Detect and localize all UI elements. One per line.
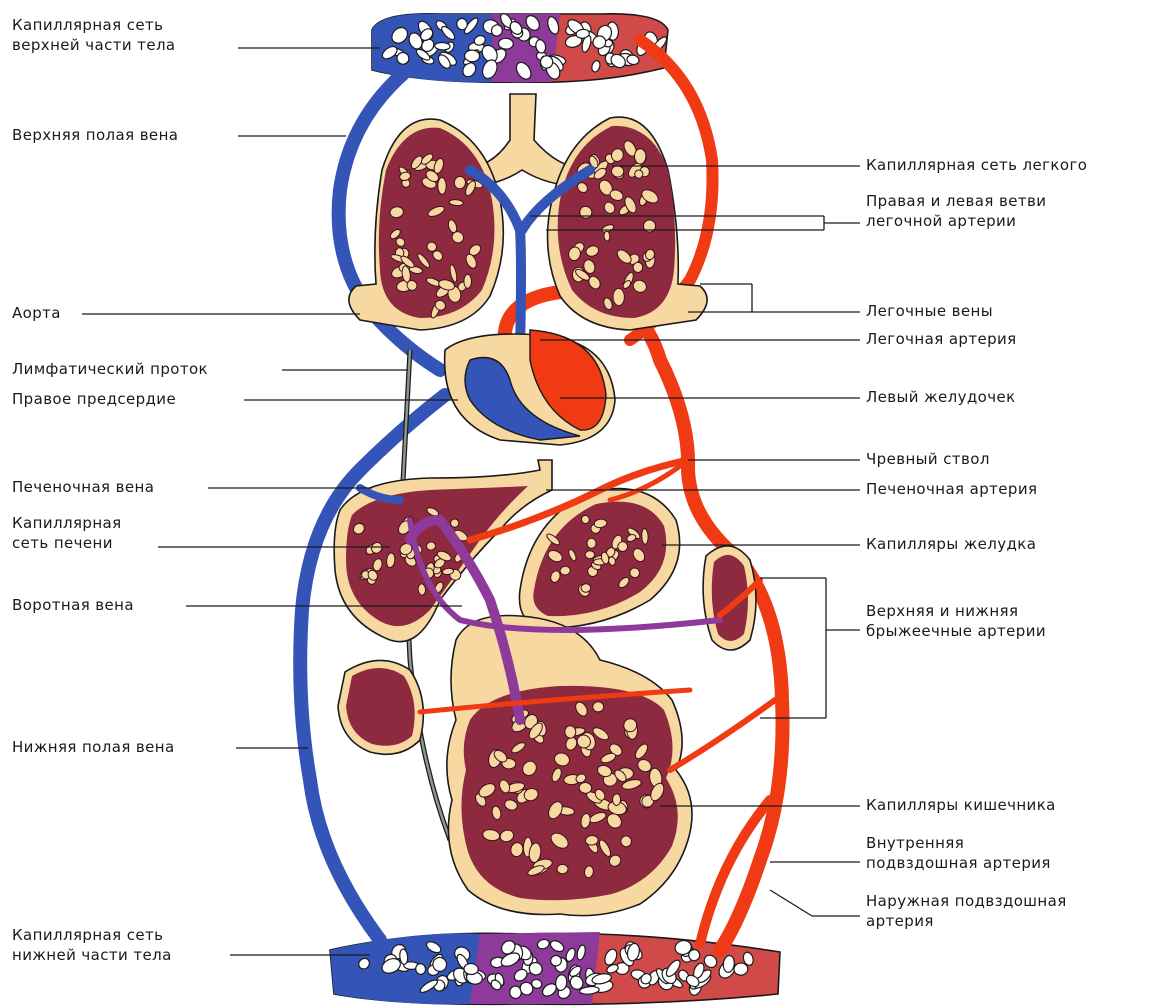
intestines — [447, 616, 692, 916]
label-portal-vein: Воротная вена — [12, 596, 134, 614]
capillary-loop — [634, 149, 646, 164]
lung-left-side — [349, 119, 503, 330]
capillary-loop — [540, 56, 552, 69]
label-hepatic-artery: Печеночная артерия — [866, 480, 1037, 498]
right-labels: Капиллярная сеть легкого Правая и левая … — [866, 156, 1087, 930]
label-lymph-duct: Лимфатический проток — [12, 360, 208, 378]
label-hepatic-vein: Печеночная вена — [12, 478, 154, 496]
capillary-loop — [464, 274, 472, 288]
left-labels: Капиллярная сетьверхней части тела Верхн… — [12, 16, 208, 964]
capillary-loop — [585, 835, 598, 845]
label-left-ventricle: Левый желудочек — [866, 388, 1016, 406]
kidney — [338, 660, 423, 754]
capillary-loop — [557, 864, 568, 874]
label-pulmonary-artery: Легочная артерия — [866, 330, 1017, 348]
capillary-loop — [613, 288, 625, 305]
heart — [445, 330, 615, 445]
label-inferior-vena-cava: Нижняя полая вена — [12, 738, 175, 756]
label-lung-capillary: Капиллярная сеть легкого — [866, 156, 1087, 174]
label-right-atrium: Правое предсердие — [12, 390, 176, 408]
label-external-iliac: Наружная подвздошнаяартерия — [866, 892, 1067, 930]
capillary-loop — [464, 963, 479, 975]
capillary-loop — [593, 702, 604, 712]
capillary-loop — [435, 42, 451, 50]
capillary-loop — [612, 794, 620, 806]
label-superior-vena-cava: Верхняя полая вена — [12, 126, 178, 144]
capillary-loop — [581, 584, 591, 593]
label-stomach-capillaries: Капилляры желудка — [866, 535, 1036, 553]
label-upper-capillary: Капиллярная сетьверхней части тела — [12, 16, 176, 54]
lung-right-side — [548, 117, 708, 330]
label-intestine-capillaries: Капилляры кишечника — [866, 796, 1056, 814]
capillary-loop — [585, 551, 595, 559]
capillary-loop — [604, 231, 610, 241]
capillary-loop — [454, 176, 466, 189]
spleen — [703, 546, 756, 650]
capillary-loop — [438, 177, 447, 194]
capillary-loop — [633, 262, 643, 272]
label-pulmonary-veins: Легочные вены — [866, 302, 993, 320]
lower-body-capillary-network — [330, 932, 780, 1004]
capillary-loop — [641, 528, 648, 544]
label-liver-capillary: Капиллярнаясеть печени — [12, 514, 122, 552]
capillary-loop — [464, 50, 479, 62]
label-celiac-trunk: Чревный ствол — [866, 450, 990, 468]
label-aorta: Аорта — [12, 304, 61, 322]
label-pulmonary-branches: Правая и левая ветвилегочной артерии — [866, 192, 1046, 230]
upper-body-capillary-network — [372, 12, 669, 83]
capillary-loop — [587, 538, 597, 549]
liver — [334, 460, 552, 642]
stomach — [519, 489, 679, 629]
capillary-loop — [498, 38, 513, 50]
